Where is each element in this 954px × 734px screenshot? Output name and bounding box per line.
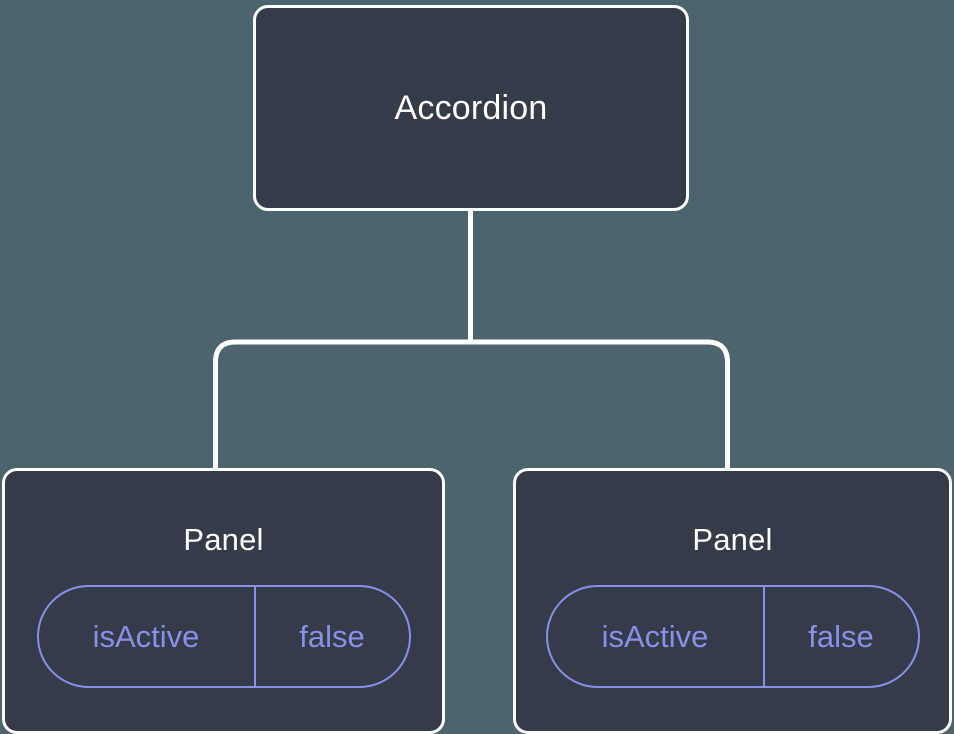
node-title-panel-right: Panel [692, 522, 773, 557]
edge-branch-bus [213, 339, 730, 468]
prop-pill-isactive-right[interactable]: isActive false [545, 585, 920, 688]
node-title-panel-left: Panel [183, 522, 264, 557]
tree-node-accordion[interactable]: Accordion [253, 5, 689, 211]
node-title-accordion: Accordion [394, 89, 548, 127]
prop-name-left: isActive [92, 619, 200, 654]
prop-pill-isactive-left[interactable]: isActive false [36, 585, 411, 688]
prop-name-right: isActive [601, 619, 709, 654]
prop-value-left: false [253, 587, 409, 686]
tree-node-panel-right[interactable]: Panel isActive false [513, 468, 952, 734]
tree-node-panel-left[interactable]: Panel isActive false [2, 468, 445, 734]
prop-value-right: false [762, 587, 918, 686]
